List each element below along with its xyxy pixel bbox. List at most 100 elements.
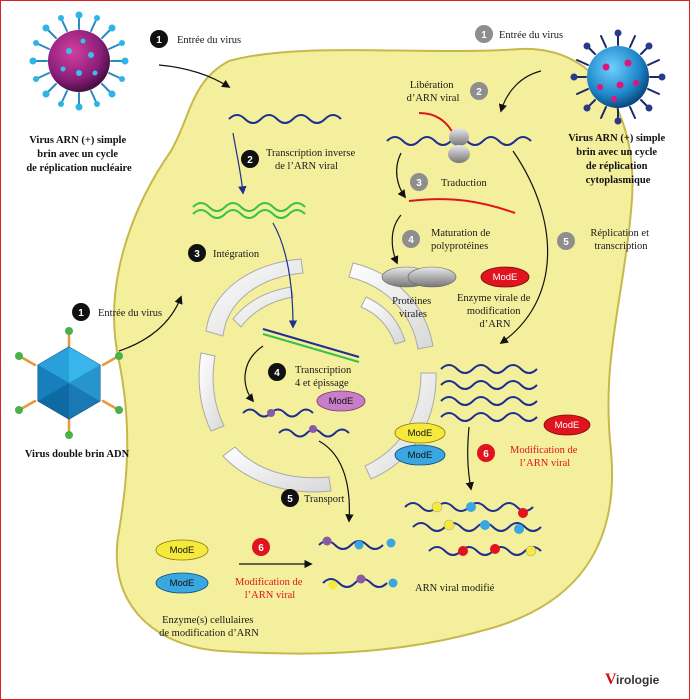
svg-text:irologie: irologie — [616, 673, 660, 687]
arrow-transcription — [244, 345, 264, 403]
rna-mark-purple — [356, 574, 366, 584]
label-entry-left: Entrée du virus — [177, 35, 241, 46]
modified-rna-right-2 — [412, 522, 542, 532]
svg-text:4: 4 — [274, 368, 280, 379]
rna-mark-red — [518, 508, 528, 518]
rna-mark-blue — [466, 502, 476, 512]
label-transcription-splicing: Transcription 4 et épissage — [295, 365, 354, 389]
rna-mark-yellow — [328, 580, 338, 590]
svg-text:1: 1 — [481, 30, 487, 41]
viral-protein-2 — [407, 266, 457, 288]
svg-text:ModE: ModE — [170, 545, 195, 556]
label-replication: Réplication et transcription — [590, 228, 651, 252]
svg-text:ModE: ModE — [408, 428, 433, 439]
label-modification-right: Modification de l’ARN viral — [510, 445, 580, 469]
step-badge-3-left: 3 — [188, 244, 206, 262]
svg-text:1: 1 — [156, 35, 162, 46]
rna-mark-purple — [309, 425, 317, 433]
dna-strand-green-2 — [192, 209, 306, 219]
svg-text:6: 6 — [258, 543, 264, 554]
rna-mark-blue — [480, 520, 490, 530]
step-badge-2-left: 2 — [241, 150, 259, 168]
step-badge-2-right: 2 — [470, 82, 488, 100]
svg-text:ModE: ModE — [408, 450, 433, 461]
mode-enzyme-yellow-right: ModE — [394, 422, 446, 444]
arrow-replication — [499, 150, 549, 344]
rna-mark-yellow — [525, 545, 537, 557]
svg-text:ModE: ModE — [493, 272, 518, 283]
svg-text:V: V — [605, 671, 617, 688]
virus-rna-nuclear-icon — [29, 11, 129, 111]
label-reverse-transcription: Transcription inverse de l’ARN viral — [266, 148, 358, 172]
step-badge-5-left: 5 — [281, 489, 299, 507]
replicated-rna-1 — [440, 364, 538, 374]
mode-enzyme-red-right: ModE — [543, 414, 591, 436]
integrated-dna-blue — [262, 328, 360, 358]
virus-rna-cyto-icon — [570, 29, 666, 125]
mode-enzyme-blue-right: ModE — [394, 444, 446, 466]
rna-mark-yellow — [431, 501, 443, 513]
label-virus-rna-nuclear: Virus ARN (+) simple brin avec un cycle … — [26, 135, 132, 174]
label-entry-right: Entrée du virus — [499, 30, 563, 41]
nucleus-envelope — [198, 258, 437, 493]
arrow-transport — [318, 440, 354, 523]
label-modified-rna: ARN viral modifié — [415, 583, 495, 594]
step-badge-6-right: 6 — [477, 444, 495, 462]
nuclear-rna-1 — [242, 408, 314, 418]
rna-mark-purple — [267, 409, 275, 417]
viral-rna-strand-left — [228, 114, 342, 124]
virologie-logo: V irologie — [605, 671, 660, 688]
label-cell-enzymes: Enzyme(s) cellulaires de modification d’… — [159, 615, 259, 639]
rna-mark-blue — [514, 524, 524, 534]
polyprotein-red — [408, 198, 516, 214]
label-viral-proteins: Protéines virales — [392, 296, 434, 320]
label-transport: Transport — [304, 494, 345, 505]
label-viral-enzyme: Enzyme virale de modification d’ARN — [457, 293, 533, 330]
arrow-integration — [272, 222, 298, 329]
label-virus-dna: Virus double brin ADN — [25, 449, 130, 460]
dna-strand-green-1 — [192, 202, 306, 212]
rna-mark-red — [490, 544, 500, 554]
step-badge-4-right: 4 — [402, 230, 420, 248]
svg-text:5: 5 — [563, 237, 569, 248]
arrow-maturation — [390, 214, 402, 265]
label-maturation: Maturation de polyprotéines — [431, 228, 493, 252]
label-entry-dna: Entrée du virus — [98, 308, 162, 319]
rna-mark-yellow — [443, 519, 455, 531]
rna-mark-blue — [386, 538, 396, 548]
svg-text:5: 5 — [287, 494, 293, 505]
integrated-dna-green — [262, 333, 360, 363]
arrow-virus-entry-left — [158, 64, 231, 88]
svg-text:2: 2 — [476, 87, 482, 98]
arrow-reverse-transcription — [232, 132, 247, 195]
replicated-rna-3 — [440, 396, 538, 406]
label-integration: Intégration — [213, 249, 260, 260]
svg-text:ModE: ModE — [555, 420, 580, 431]
replicated-rna-4 — [440, 412, 538, 422]
ribosome-small — [448, 145, 470, 163]
arrow-modification-right — [465, 426, 474, 491]
label-modification-bottom: Modification de l’ARN viral — [235, 577, 305, 601]
svg-text:4: 4 — [408, 235, 414, 246]
ribosome-large — [449, 128, 469, 146]
step-badge-1-right: 1 — [475, 25, 493, 43]
step-badge-3-right: 3 — [410, 173, 428, 191]
mode-enzyme-pink-nucleus: ModE — [316, 390, 366, 412]
label-translation: Traduction — [441, 178, 487, 189]
svg-text:ModE: ModE — [329, 396, 354, 407]
svg-text:2: 2 — [247, 155, 253, 166]
step-badge-1-left: 1 — [150, 30, 168, 48]
rna-mark-red — [458, 546, 468, 556]
virus-dna-icon — [15, 327, 123, 439]
rna-mark-blue — [388, 578, 398, 588]
arrow-translation — [396, 152, 406, 199]
rna-mark-blue — [354, 540, 364, 550]
modified-rna-right-3 — [428, 546, 542, 556]
svg-text:3: 3 — [416, 178, 422, 189]
cyto-rna-bottom-2 — [322, 578, 388, 588]
svg-text:6: 6 — [483, 449, 489, 460]
replicated-rna-2 — [440, 380, 538, 390]
cell-membrane — [113, 47, 634, 655]
